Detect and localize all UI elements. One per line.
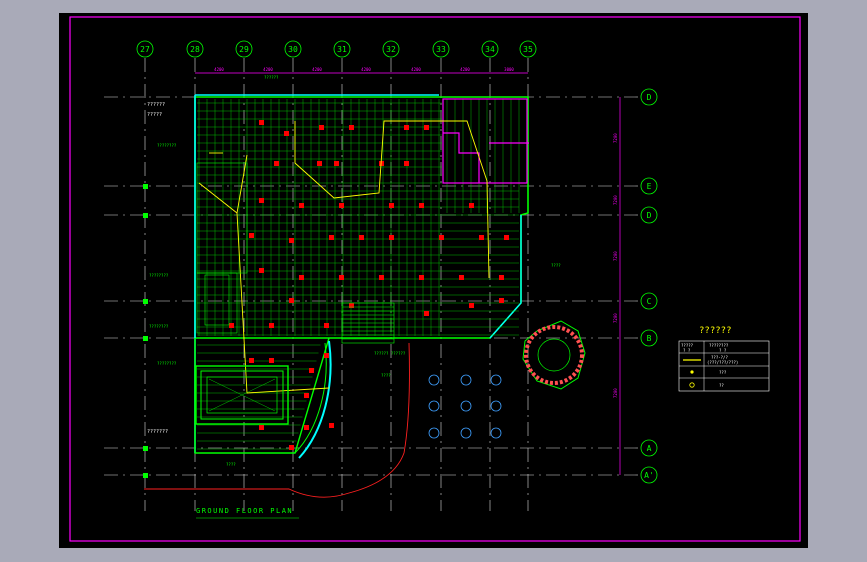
svg-text:7200: 7200 — [613, 388, 618, 398]
legend-header-desc-sub: ? ? — [719, 348, 727, 353]
note-top-left-2: ????? — [147, 112, 162, 118]
lift-core — [195, 365, 289, 425]
building-outline — [194, 94, 529, 454]
legend-dot-symbol — [690, 370, 694, 374]
legend-row-1-text: ???-?/? — [711, 355, 728, 360]
cad-drawing: 27 28 29 30 31 32 33 34 35 4200 4200 420… — [69, 16, 801, 542]
note-left-4: ???????? — [157, 361, 177, 366]
svg-text:4200: 4200 — [361, 67, 371, 72]
axis-label-31: 31 — [337, 45, 347, 54]
note-top-left-1: ?????? — [147, 102, 165, 108]
row-label-d1: D — [647, 93, 652, 102]
legend-row-2-text: ??? — [719, 370, 727, 375]
axis-label-35: 35 — [523, 45, 533, 54]
curved-bay — [298, 340, 332, 459]
svg-text:7200: 7200 — [613, 133, 618, 143]
wiring-circuit — [198, 120, 490, 394]
legend-title: ?????? — [699, 326, 732, 336]
outdoor-tables — [428, 374, 502, 439]
svg-text:7200: 7200 — [613, 313, 618, 323]
note-stair: ?????? ?????? — [374, 351, 406, 356]
note-left-3: ???????? — [149, 324, 169, 329]
note-left-2: ???????? — [149, 273, 169, 278]
top-dimensions: 4200 4200 4200 4200 4200 4200 3000 — [214, 67, 514, 72]
legend-header-desc: ???????? — [709, 343, 729, 348]
legend-row-1-sub: (???/???/???) — [707, 360, 738, 365]
grid-lines — [104, 58, 639, 511]
round-stair — [522, 320, 586, 390]
drawing-title: GROUND FLOOR PLAN — [196, 507, 293, 515]
axis-label-33: 33 — [436, 45, 446, 54]
plan-notes-green: ?????? ???????? ???????? ???????? ??????… — [149, 75, 561, 467]
column-axis-bubbles — [136, 40, 537, 58]
column-axis-labels: 27 28 29 30 31 32 33 34 35 — [140, 45, 533, 54]
note-left-1: ???????? — [157, 143, 177, 148]
ceiling-lights — [229, 120, 509, 450]
magenta-room — [442, 98, 529, 184]
axis-label-27: 27 — [140, 45, 150, 54]
left-structure — [196, 162, 248, 334]
right-dimensions: 7200 7200 7200 7200 7200 — [613, 133, 618, 398]
row-axis-bubbles — [640, 88, 658, 484]
svg-text:4200: 4200 — [312, 67, 322, 72]
note-ramp: ???? — [381, 373, 391, 378]
note-bottom-left: ??????? — [147, 429, 168, 435]
legend-row-3-text: ?? — [719, 383, 724, 388]
legend-spot-symbol — [689, 382, 695, 388]
svg-text:3000: 3000 — [504, 67, 514, 72]
plan-notes: ?????? ????? ??????? — [147, 102, 168, 435]
axis-label-30: 30 — [288, 45, 298, 54]
svg-text:4200: 4200 — [460, 67, 470, 72]
axis-label-32: 32 — [386, 45, 396, 54]
svg-text:7200: 7200 — [613, 195, 618, 205]
central-stair — [341, 302, 395, 344]
axis-label-29: 29 — [239, 45, 249, 54]
svg-text:4200: 4200 — [214, 67, 224, 72]
curved-bay-inner — [294, 342, 327, 454]
svg-text:4200: 4200 — [263, 67, 273, 72]
legend: ?????? ????? ???????? ? ? ? ? ???-?/? (?… — [678, 326, 770, 392]
site-boundary — [144, 342, 410, 498]
legend-header-symbol-sub: ? ? — [683, 348, 691, 353]
note-bottom: ???? — [226, 462, 236, 467]
drawing-sheet: 27 28 29 30 31 32 33 34 35 4200 4200 420… — [59, 13, 808, 548]
svg-text:7200: 7200 — [613, 251, 618, 261]
column-posts — [143, 184, 148, 478]
row-label-b: B — [647, 334, 652, 343]
svg-text:4200: 4200 — [411, 67, 421, 72]
axis-label-34: 34 — [485, 45, 495, 54]
row-label-a: A — [647, 444, 652, 453]
row-axis-labels: D E D C B A A' — [644, 93, 654, 480]
row-label-a-prime: A' — [644, 471, 654, 480]
note-top-center: ?????? — [264, 75, 279, 80]
legend-header-symbol: ????? — [681, 343, 694, 348]
row-label-e: E — [647, 182, 652, 191]
row-label-c: C — [647, 297, 652, 306]
inner-frame — [69, 16, 801, 542]
axis-label-28: 28 — [190, 45, 200, 54]
row-label-d2: D — [647, 211, 652, 220]
note-arrow: ???? — [551, 263, 561, 268]
